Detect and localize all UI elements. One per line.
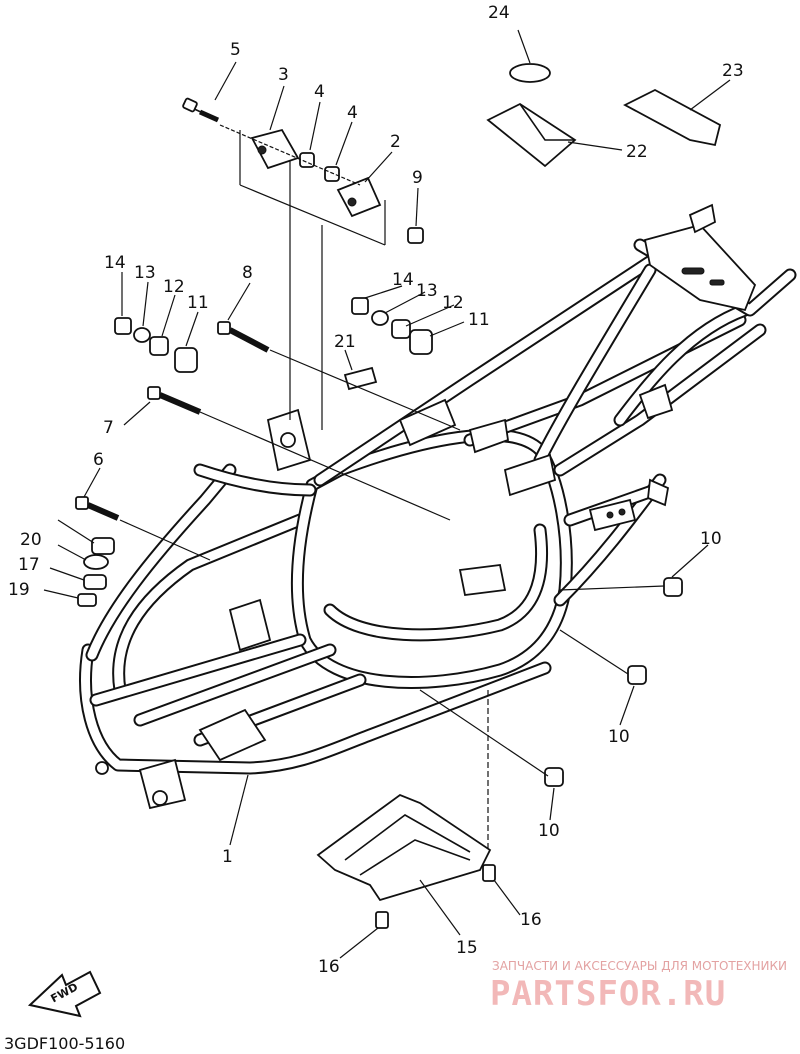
callout-11-a: 11 xyxy=(187,293,209,313)
callout-2: 2 xyxy=(390,132,401,152)
callout-17: 17 xyxy=(18,555,40,575)
frame-assembly xyxy=(79,203,797,810)
diagram-code: 3GDF100-5160 xyxy=(4,1034,125,1053)
callout-13-a: 13 xyxy=(134,263,156,283)
engine-mount-hardware xyxy=(75,63,722,929)
callout-22: 22 xyxy=(626,142,648,162)
callout-23: 23 xyxy=(722,61,744,81)
leader-lines xyxy=(43,29,731,959)
callout-10-b: 10 xyxy=(608,727,630,747)
callout-10-a: 10 xyxy=(700,529,722,549)
watermark: ЗАПЧАСТИ И АКСЕССУАРЫ ДЛЯ МОТОТЕХНИКИ PA… xyxy=(490,959,787,1014)
callout-9: 9 xyxy=(412,168,423,188)
callout-7: 7 xyxy=(103,418,114,438)
callout-19: 19 xyxy=(8,580,30,600)
callout-6: 6 xyxy=(93,450,104,470)
callout-12-a: 12 xyxy=(163,277,185,297)
callout-11-b: 11 xyxy=(468,310,490,330)
watermark-brand: PARTSFOR.RU xyxy=(490,974,726,1014)
callout-labels: 5 3 4 4 2 9 24 23 22 14 13 12 11 8 14 13… xyxy=(8,3,744,977)
callout-21: 21 xyxy=(334,332,356,352)
callout-1: 1 xyxy=(222,847,233,867)
callout-4-a: 4 xyxy=(314,82,325,102)
callout-15: 15 xyxy=(456,938,478,958)
callout-24: 24 xyxy=(488,3,510,23)
callout-10-c: 10 xyxy=(538,821,560,841)
callout-14-a: 14 xyxy=(104,253,126,273)
callout-16-b: 16 xyxy=(318,957,340,977)
callout-5: 5 xyxy=(230,40,241,60)
callout-3: 3 xyxy=(278,65,289,85)
callout-14-b: 14 xyxy=(392,270,414,290)
callout-8: 8 xyxy=(242,263,253,283)
callout-16-a: 16 xyxy=(520,910,542,930)
watermark-caption: ЗАПЧАСТИ И АКСЕССУАРЫ ДЛЯ МОТОТЕХНИКИ xyxy=(492,959,787,973)
callout-12-b: 12 xyxy=(442,293,464,313)
callout-13-b: 13 xyxy=(416,281,438,301)
callout-20: 20 xyxy=(20,530,42,550)
fwd-arrow-icon: FWD xyxy=(27,970,102,1018)
callout-4-b: 4 xyxy=(347,103,358,123)
